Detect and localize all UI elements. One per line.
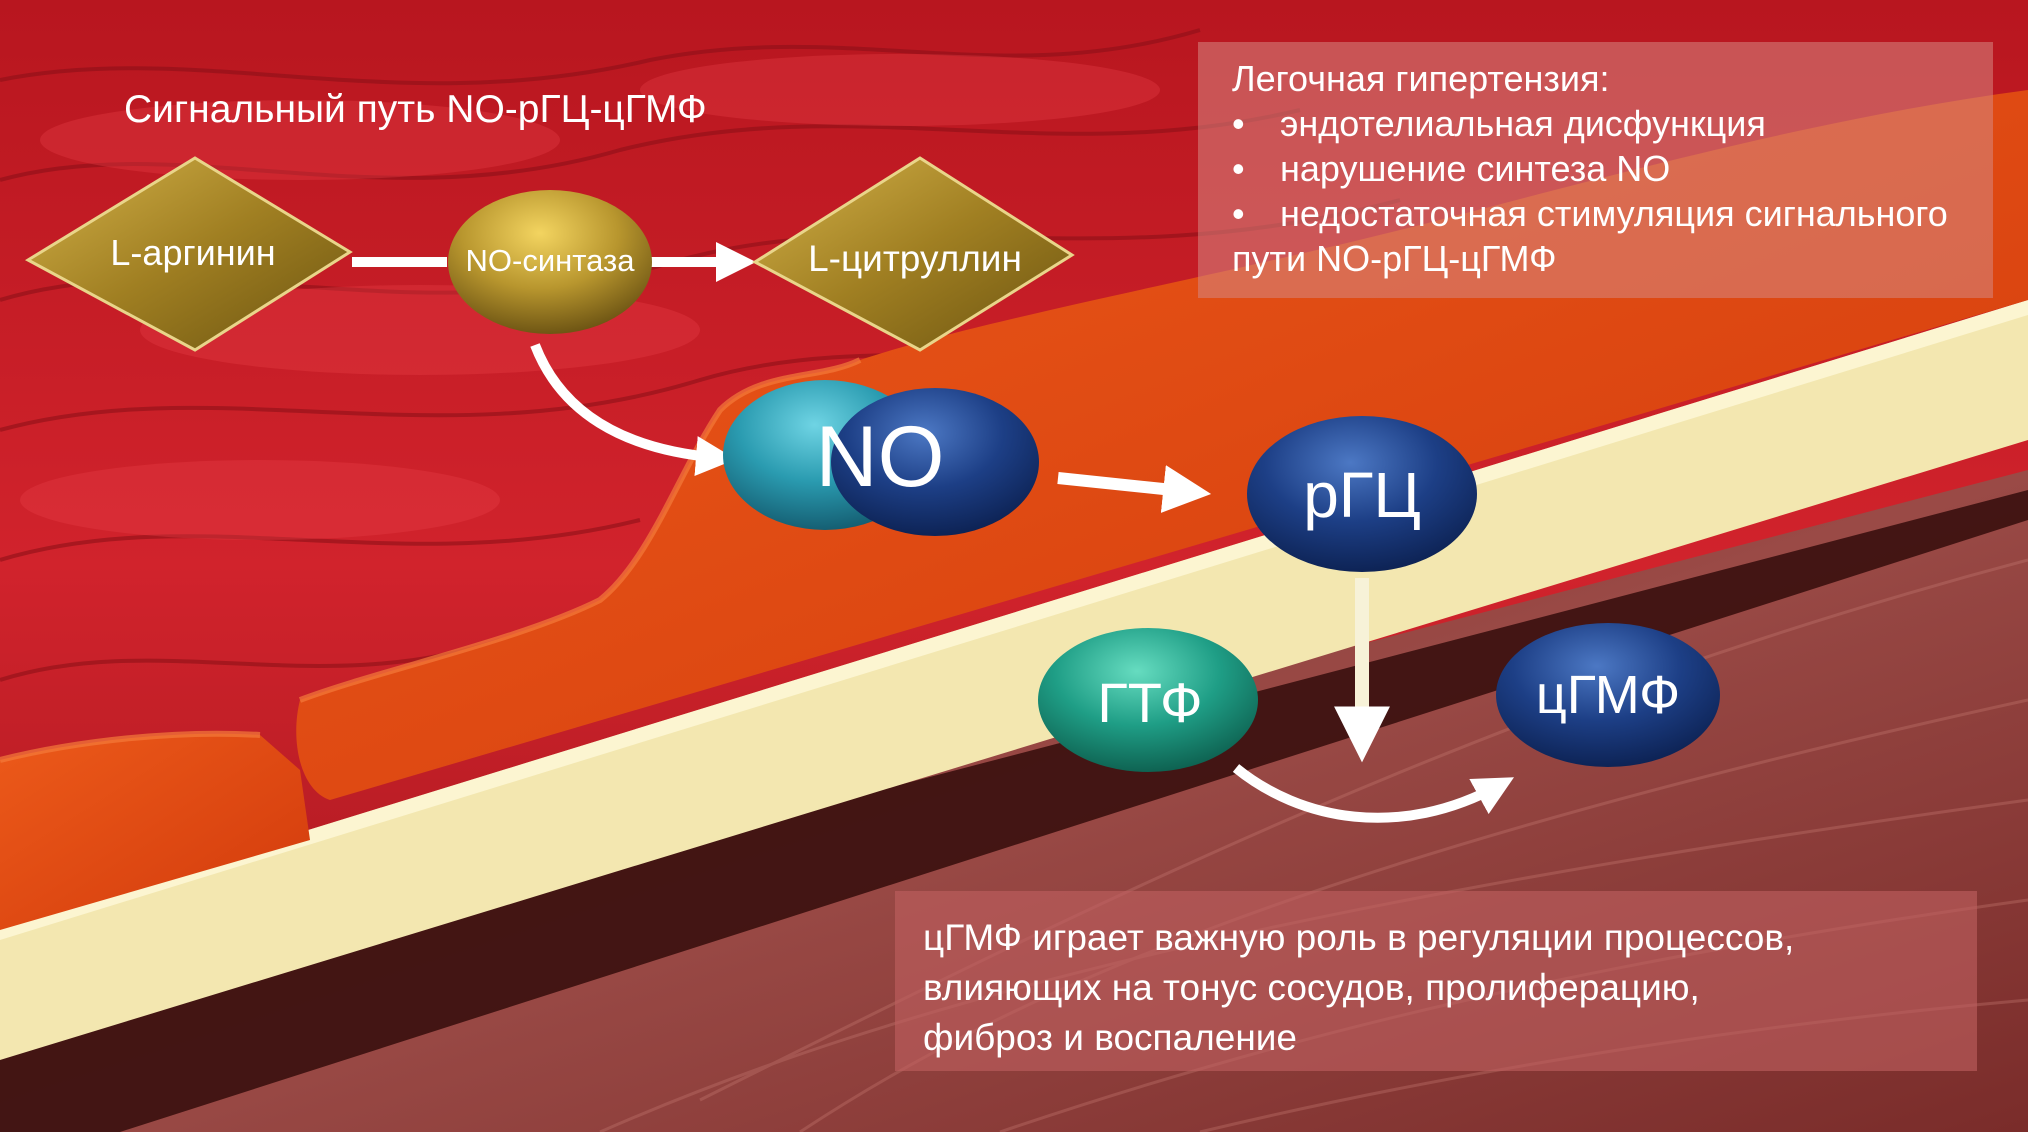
cgmp-label: цГМФ [1535, 665, 1681, 725]
no-synthase-ellipse [448, 190, 652, 334]
no-label: NO [815, 409, 945, 505]
l-arginine-diamond [24, 156, 353, 352]
no-synthase-label: NO-синтаза [465, 243, 635, 278]
cgmp-role-box: цГМФ играет важную роль в регуляции проц… [895, 891, 1977, 1071]
info-item: эндотелиальная дисфункция [1232, 101, 1959, 146]
gtp-ellipse [1038, 628, 1258, 772]
sgc-ellipse [1247, 416, 1477, 572]
l-citrulline-label: L-цитруллин [808, 238, 1022, 279]
info-heading: Легочная гипертензия: [1232, 58, 1610, 99]
sgc-label: рГЦ [1303, 459, 1421, 531]
gtp-label: ГТФ [1097, 671, 1203, 734]
cgmp-role-line: цГМФ играет важную роль в регуляции проц… [923, 917, 1795, 958]
cgmp-role-line: влияющих на тонус сосудов, пролиферацию, [923, 967, 1700, 1008]
no-lobe-navy [831, 388, 1039, 536]
info-item: нарушение синтеза NO [1232, 146, 1959, 191]
cgmp-role-line: фиброз и воспаление [923, 1017, 1298, 1058]
l-citrulline-diamond [752, 156, 1075, 352]
cgmp-ellipse [1496, 623, 1720, 767]
info-item: недостаточная стимуляция сигнального [1232, 191, 1959, 236]
pulmonary-hypertension-box: Легочная гипертензия: эндотелиальная дис… [1198, 42, 1993, 298]
info-list: эндотелиальная дисфункция нарушение синт… [1232, 101, 1959, 236]
l-arginine-label: L-аргинин [110, 232, 276, 273]
info-continuation: пути NO-рГЦ-цГМФ [1232, 238, 1557, 279]
diagram-title: Сигнальный путь NO-рГЦ-цГМФ [124, 88, 707, 131]
